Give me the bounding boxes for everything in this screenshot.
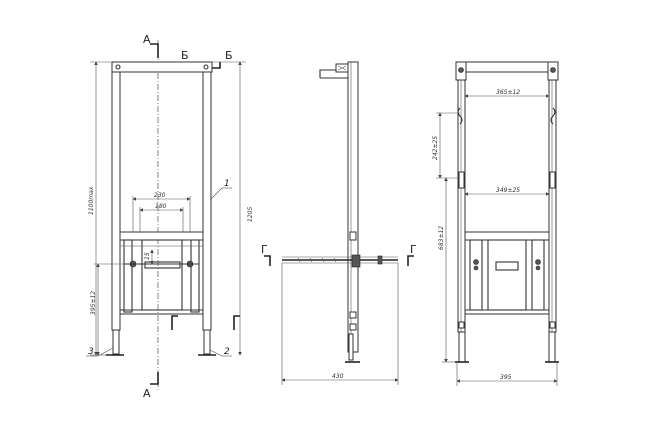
thread-mark-1	[297, 257, 301, 263]
callout-leader-1	[209, 187, 223, 201]
back-stud-right-2	[535, 265, 541, 271]
frame-upright-right	[202, 71, 212, 331]
dim-frame-height: 1205	[247, 207, 254, 222]
clip-left	[458, 171, 465, 189]
front-view: А А Б Б	[86, 33, 254, 400]
dim-mid-height: 683±12	[438, 226, 445, 250]
side-rail	[347, 61, 359, 353]
hook-left	[457, 107, 463, 125]
back-support-panel	[487, 239, 527, 311]
back-support-post-right	[531, 239, 545, 311]
section-arrow-g-left	[264, 255, 271, 266]
thread-mark-3	[321, 257, 325, 263]
rod-nut	[377, 255, 383, 265]
frame-upright-left	[111, 71, 121, 331]
back-stud-right	[535, 259, 541, 265]
back-stud-plate	[495, 261, 519, 271]
dim-small-vertical: 15	[144, 252, 151, 260]
dim-lower-height: 395±12	[90, 291, 97, 315]
back-support-crossbar	[464, 231, 550, 241]
back-top-bar	[456, 61, 558, 73]
frame-top-hole-left	[115, 64, 121, 70]
back-stud-left	[473, 259, 479, 265]
callout-1: 1	[224, 179, 230, 189]
section-label-a-bottom: А	[143, 387, 151, 400]
frame-top-bar	[111, 61, 213, 73]
dim-depth: 430	[332, 373, 344, 380]
section-label-b-right: Б	[225, 49, 233, 62]
clip-right	[549, 171, 556, 189]
dim-top-width: 230	[154, 192, 166, 199]
leg-left	[112, 329, 120, 355]
support-inner-panel	[141, 239, 183, 311]
section-arrow-a-top	[150, 43, 159, 58]
leg-right	[203, 329, 211, 355]
back-tab-right	[549, 321, 556, 329]
back-leg-right	[548, 331, 556, 363]
rail-clip-lower-1	[349, 311, 357, 319]
dim-base-width: 395	[500, 374, 512, 381]
section-arrow-b-right	[210, 62, 221, 69]
back-support-post-left	[469, 239, 483, 311]
back-leg-left	[458, 331, 466, 363]
dim-overall-height: 1100max	[88, 186, 95, 215]
dim-mid-width: 349±25	[496, 187, 520, 194]
section-label-g-right: Г	[410, 243, 417, 256]
callout-2: 2	[224, 347, 230, 357]
back-upright-right	[548, 79, 557, 333]
thread-mark-2	[309, 257, 313, 263]
section-arrow-g-right	[407, 255, 414, 266]
section-label-a-top: А	[143, 33, 151, 46]
back-tab-left	[458, 321, 465, 329]
top-bracket-mark-b	[337, 65, 347, 71]
back-bolt-left	[458, 67, 464, 73]
support-crossbar	[119, 231, 204, 241]
back-stud-left-2	[473, 265, 479, 271]
hook-right	[550, 107, 556, 125]
callout-leader-2	[209, 349, 223, 357]
rail-clip-lower-2	[349, 323, 357, 331]
dim-inner-width: 180	[155, 203, 167, 210]
section-label-g-left: Г	[261, 243, 268, 256]
dim-upper-height: 242±25	[432, 136, 439, 160]
callout-3: 3	[88, 347, 94, 357]
thread-mark-4	[333, 257, 337, 263]
section-arrow-d-left	[171, 315, 178, 330]
support-post-right	[190, 239, 200, 313]
back-bolt-right	[550, 67, 556, 73]
section-arrow-d-right	[233, 315, 240, 330]
back-view: 365±12 349±25 242±25 683±12	[432, 61, 559, 386]
rail-clip-upper	[349, 231, 357, 241]
callout-leader-3	[97, 347, 114, 357]
stud-plate	[144, 261, 181, 269]
side-view: Г Г 430	[261, 61, 417, 385]
rod-clamp	[351, 254, 361, 268]
support-post-left	[123, 239, 133, 313]
section-label-b-left: Б	[181, 49, 189, 62]
dim-upper-width: 365±12	[496, 89, 520, 96]
side-leg	[348, 333, 354, 361]
section-arrow-a-bottom	[150, 372, 159, 385]
frame-top-hole-right	[203, 64, 209, 70]
